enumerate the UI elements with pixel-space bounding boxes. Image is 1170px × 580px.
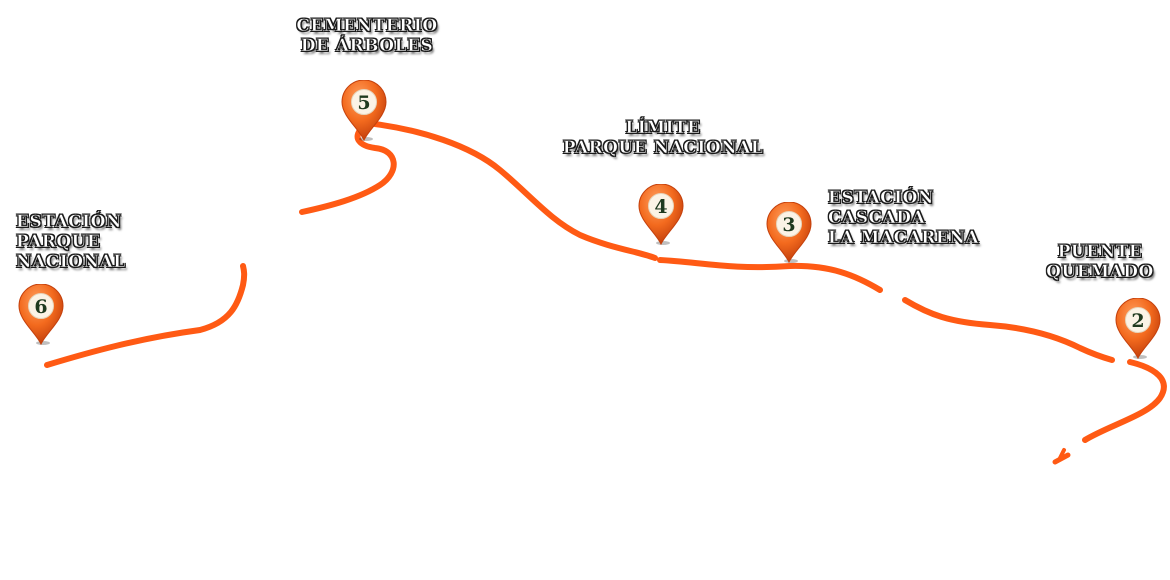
route-segment	[44, 263, 248, 368]
label-line: LÍMITE	[625, 118, 701, 139]
route-segment	[657, 257, 883, 293]
station-label-6: ESTACIÓN PARQUE NACIONAL	[16, 212, 126, 273]
label-line: ESTACIÓN	[828, 188, 934, 209]
label-line: PUENTE	[1057, 242, 1143, 263]
label-line: LA MACARENA	[828, 228, 980, 249]
station-label-2: PUENTE QUEMADO	[1038, 242, 1162, 283]
map-marker-icon: 2	[1115, 298, 1161, 360]
pin-number: 4	[654, 196, 667, 218]
station-label-5: CEMENTERIO DE ÁRBOLES	[292, 16, 442, 57]
station-label-4: LÍMITE PARQUE NACIONAL	[548, 118, 778, 159]
route-segment	[1058, 448, 1066, 460]
map-marker-icon: 3	[766, 202, 812, 264]
label-line: DE ÁRBOLES	[300, 36, 434, 57]
route-segment	[1082, 359, 1167, 443]
map-pin-2[interactable]: 2	[1114, 298, 1162, 360]
label-line: CEMENTERIO	[296, 16, 438, 37]
map-pin-4[interactable]: 4	[637, 184, 685, 246]
station-label-3: ESTACIÓN CASCADA LA MACARENA	[828, 188, 980, 249]
route-segment	[372, 121, 658, 261]
route-segment	[299, 125, 397, 215]
label-line: ESTACIÓN	[16, 212, 122, 233]
pin-number: 2	[1131, 310, 1144, 332]
map-marker-icon: 6	[18, 284, 64, 346]
map-pin-5[interactable]: 5	[340, 80, 388, 142]
map-pin-3[interactable]: 3	[765, 202, 813, 264]
pin-number: 3	[782, 214, 795, 236]
label-line: PARQUE	[16, 232, 101, 253]
label-line: CASCADA	[828, 208, 926, 229]
label-line: QUEMADO	[1046, 262, 1154, 283]
pin-number: 5	[357, 92, 370, 114]
route-segment	[902, 297, 1115, 363]
map-marker-icon: 5	[341, 80, 387, 142]
pin-number: 6	[34, 296, 47, 318]
map-marker-icon: 4	[638, 184, 684, 246]
label-line: PARQUE NACIONAL	[562, 138, 764, 159]
label-line: NACIONAL	[16, 252, 126, 273]
map-pin-6[interactable]: 6	[17, 284, 65, 346]
